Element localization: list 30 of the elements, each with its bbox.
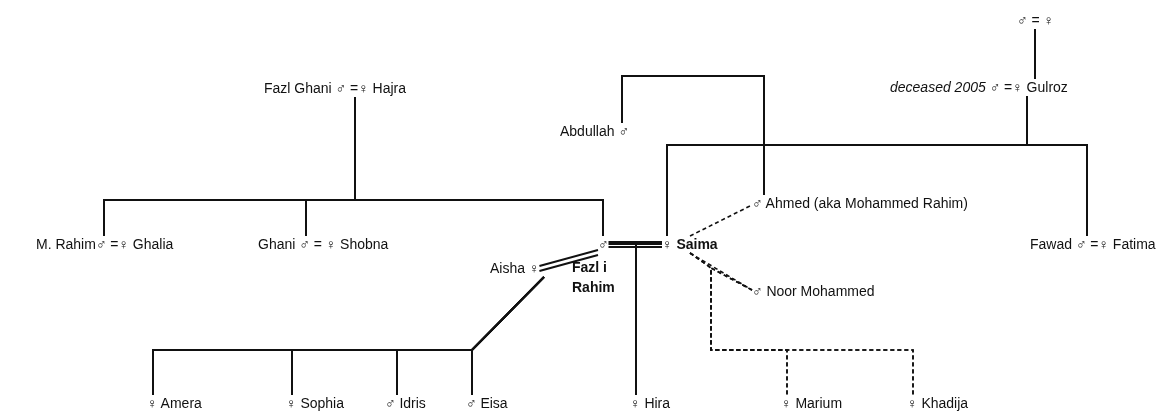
- person-label: ♀ Saima: [662, 236, 718, 253]
- couple-label: Ghani ♂ = ♀ Shobna: [258, 236, 389, 253]
- descent-line: [354, 96, 604, 237]
- relationship-line: [689, 204, 753, 237]
- divorce-mark: [538, 249, 599, 272]
- descent-line: [635, 243, 663, 396]
- person-label: ♀ Khadija: [907, 395, 969, 412]
- person-label: ♀ Hira: [630, 395, 671, 412]
- descent-line: [471, 276, 545, 396]
- person-label: ♀ Marium: [781, 395, 843, 412]
- person-label: ♀ Amera: [147, 395, 202, 412]
- descent-line: [1026, 95, 1088, 237]
- couple-label: M. Rahim♂ =♀ Ghalia: [36, 236, 174, 253]
- person-label: Aisha ♀: [490, 260, 540, 277]
- name-label: Fazl i Rahim: [572, 258, 616, 297]
- couple-label: deceased 2005 ♂ =♀ Gulroz: [890, 79, 1068, 96]
- person-label: ♀ Sophia: [286, 395, 344, 412]
- person-label: ♂ Ahmed (aka Mohammed Rahim): [752, 195, 968, 212]
- descent-line: [710, 266, 914, 396]
- couple-label: Fazl Ghani ♂ =♀ Hajra: [264, 80, 406, 97]
- marriage-line: [607, 241, 663, 248]
- person-label: Abdullah ♂: [560, 123, 629, 140]
- couple-label: Fawad ♂ =♀ Fatima: [1030, 236, 1156, 253]
- person-symbol: ♂: [598, 236, 609, 253]
- person-label: ♂ Noor Mohammed: [752, 283, 875, 300]
- descent-line: [621, 75, 765, 196]
- person-label: ♂ Idris: [385, 395, 426, 412]
- descent-line: [1034, 28, 1036, 80]
- couple-label: ♂ = ♀: [1017, 12, 1054, 29]
- person-label: ♂ Eisa: [466, 395, 508, 412]
